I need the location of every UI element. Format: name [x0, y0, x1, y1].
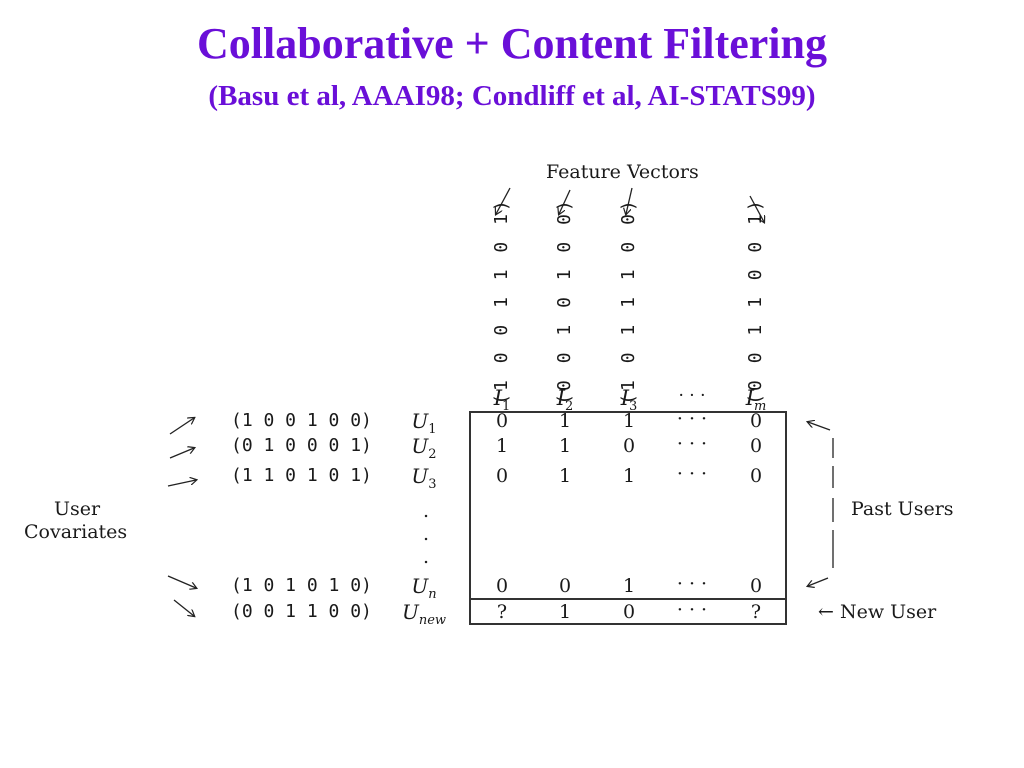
rating-cell: 0 — [495, 575, 509, 597]
user-vector-new: (0 0 1 1 0 0) — [231, 601, 372, 622]
item-header-m: Im — [745, 386, 767, 415]
feature-arrow-1 — [496, 187, 511, 214]
item-feature-vector-3: (1 0 1 1 1 0 0) — [618, 197, 639, 405]
rating-cell: 0 — [495, 410, 509, 432]
user-vector-1: (1 0 0 1 0 0) — [231, 410, 372, 431]
user-label-2: U2 — [411, 434, 437, 462]
user-vector-2: (0 1 0 0 0 1) — [231, 435, 372, 456]
rating-cell: 1 — [495, 435, 509, 457]
covariate-arrow-new — [173, 599, 194, 616]
row-ellipsis: · · · — [676, 573, 708, 595]
user-vector-3: (1 1 0 1 0 1) — [231, 465, 372, 486]
row-ellipsis: · · · — [676, 408, 708, 430]
user-label-n: Un — [411, 574, 437, 602]
new-user-label: ← New User — [818, 601, 937, 623]
past-users-arrow-bottom — [808, 577, 829, 586]
user-label-3: U3 — [411, 464, 437, 492]
rating-cell: 1 — [558, 601, 572, 623]
vertical-ellipsis-dot-2: . — [423, 523, 430, 545]
item-header-1: I1 — [493, 386, 511, 415]
rating-cell: 0 — [495, 465, 509, 487]
feature-arrow-2 — [559, 189, 571, 214]
feature-vectors-label: Feature Vectors — [546, 161, 699, 183]
new-user-separator — [469, 598, 787, 600]
user-vector-n: (1 0 1 0 1 0) — [231, 575, 372, 596]
row-ellipsis: · · · — [676, 433, 708, 455]
user-covariates-label-line2: Covariates — [24, 521, 128, 543]
item-header-3: I3 — [620, 386, 638, 415]
rating-cell: 0 — [558, 575, 572, 597]
rating-cell: 1 — [622, 465, 636, 487]
rating-cell: 1 — [558, 410, 572, 432]
slide-title: Collaborative + Content Filtering — [197, 19, 827, 68]
row-ellipsis: · · · — [676, 599, 708, 621]
past-users-label: Past Users — [851, 498, 954, 520]
covariate-arrow-3 — [167, 480, 196, 487]
item-header-2: I2 — [556, 386, 574, 415]
rating-cell-unknown: ? — [750, 601, 762, 623]
covariate-arrow-2 — [169, 448, 194, 459]
user-label-new: Unew — [401, 600, 447, 628]
user-label-1: U1 — [411, 409, 437, 437]
rating-cell: 0 — [622, 435, 636, 457]
item-feature-vector-1: (1 0 0 1 1 0 1) — [491, 197, 512, 405]
item-feature-vector-2: (0 0 1 0 1 0 0) — [554, 197, 575, 405]
feature-arrow-4 — [749, 195, 764, 222]
slide-subtitle: (Basu et al, AAAI98; Condliff et al, AI-… — [208, 80, 816, 112]
rating-cell: 0 — [749, 435, 763, 457]
covariate-arrow-n — [167, 575, 196, 588]
rating-cell: 1 — [622, 575, 636, 597]
rating-cell: 0 — [749, 465, 763, 487]
covariate-arrow-1 — [169, 418, 194, 435]
rating-cell-unknown: ? — [496, 601, 508, 623]
rating-cell: 0 — [622, 601, 636, 623]
rating-cell: 1 — [558, 465, 572, 487]
rating-cell: 1 — [622, 410, 636, 432]
user-covariates-label-line1: User — [54, 498, 101, 520]
rating-cell: 0 — [749, 410, 763, 432]
past-users-arrow-top — [808, 422, 831, 431]
vertical-ellipsis-dot-1: . — [423, 500, 430, 522]
item-header-ellipsis: · · · — [678, 386, 706, 406]
item-feature-vector-m: (0 0 1 1 0 0 1) — [745, 197, 766, 405]
row-ellipsis: · · · — [676, 463, 708, 485]
rating-cell: 1 — [558, 435, 572, 457]
rating-cell: 0 — [749, 575, 763, 597]
vertical-ellipsis-dot-3: . — [423, 546, 430, 568]
feature-arrow-3 — [626, 187, 633, 214]
rating-matrix — [469, 411, 787, 625]
